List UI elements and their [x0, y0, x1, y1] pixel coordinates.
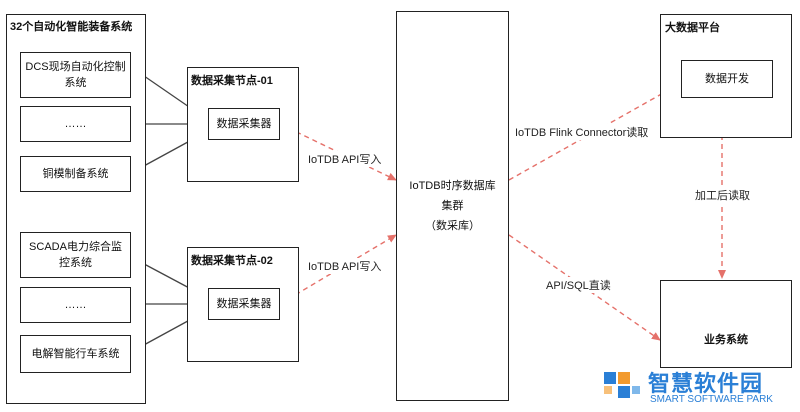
arrow-iotdb-to-datadev [508, 82, 682, 181]
system-crane: 电解智能行车系统 [20, 335, 131, 373]
system-placeholder-2: …… [20, 287, 131, 323]
iotdb-cluster-line2: 集群 [441, 200, 464, 212]
iotdb-cluster: IoTDB时序数据库 集群 （数采库） [396, 11, 509, 401]
collection-node-2-title: 数据采集节点-02 [191, 255, 273, 267]
edge-label-processed: 加工后读取 [693, 187, 752, 203]
iotdb-cluster-line3: （数采库） [425, 220, 480, 232]
business-system: 业务系统 [660, 280, 792, 368]
smart-software-park-logo: 智慧软件园 SMART SOFTWARE PARK [600, 366, 800, 410]
collector-2: 数据采集器 [208, 288, 280, 320]
system-scada: SCADA电力综合监控系统 [20, 232, 131, 278]
watermark-cn: 智慧软件园 [648, 371, 764, 396]
business-system-title: 业务系统 [704, 334, 748, 346]
edge-label-write-1: IoTDB API写入 [306, 151, 384, 167]
system-dcs: DCS现场自动化控制系统 [20, 52, 131, 98]
system-placeholder-1: …… [20, 106, 131, 142]
automation-group-title: 32个自动化智能装备系统 [10, 21, 133, 33]
iotdb-cluster-line1: IoTDB时序数据库 [409, 180, 496, 192]
bigdata-platform-title: 大数据平台 [665, 22, 720, 34]
collection-node-1-title: 数据采集节点-01 [191, 75, 273, 87]
data-development: 数据开发 [681, 60, 773, 98]
edge-label-write-2: IoTDB API写入 [306, 258, 384, 274]
edge-label-sql: API/SQL直读 [544, 277, 613, 293]
edge-label-flink: IoTDB Flink Connector读取 [513, 124, 651, 140]
collector-1: 数据采集器 [208, 108, 280, 140]
watermark-en: SMART SOFTWARE PARK [650, 394, 773, 405]
system-copper-mold: 铜模制备系统 [20, 156, 131, 192]
logo-mark-icon [604, 372, 640, 398]
